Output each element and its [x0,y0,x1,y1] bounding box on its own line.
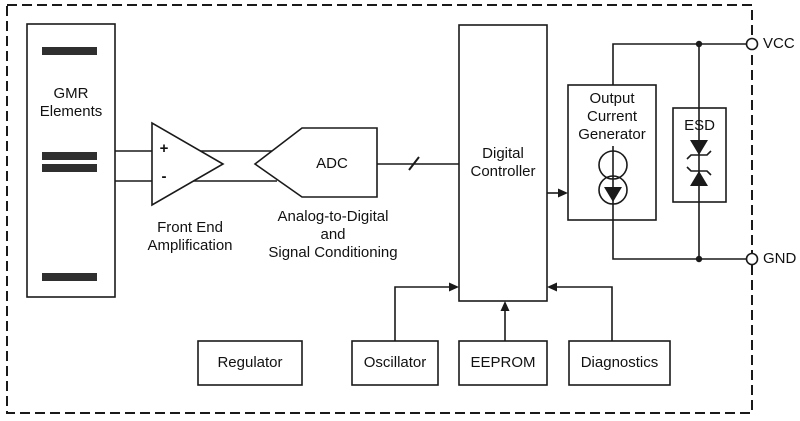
diagnostics-wire [556,286,613,341]
adc-caption-label: Analog-to-Digital and Signal Conditionin… [268,208,398,261]
regulator-box [197,340,303,386]
gmr-resistor-bars [42,47,97,281]
gmr-bar [42,152,97,160]
vcc-rail-wire [612,43,746,85]
oscillator-label: Oscillator [363,354,427,371]
bus-width-slash [408,156,420,171]
gnd-pin-label: GND [763,250,797,267]
arrowhead-left-icon [547,282,557,292]
adc-pentagon [253,127,378,198]
vcc-junction-dot [695,40,703,48]
arrowhead-right-icon [558,188,568,198]
digital-controller-label: Digital Controller [470,145,536,180]
chip-boundary-dashed-border [6,4,753,414]
esd-label: ESD [684,117,715,134]
zener-diode-up-icon [690,171,708,186]
zener-diode-down-icon [690,140,708,155]
gmr-bar [42,47,97,55]
current-source-circle-top [598,150,628,180]
digital-controller-box [458,24,548,302]
gmr-bar [42,164,97,172]
oscillator-wire [394,286,450,341]
gnd-rail-wire [612,220,746,260]
adc-label: ADC [316,155,348,172]
diagnostics-label: Diagnostics [580,354,659,371]
arrowhead-up-icon [500,301,510,311]
output-current-generator-label: Output Current Generator [578,90,646,143]
current-source-circle-bottom [598,175,628,205]
zener-cathode-bar-top [686,150,712,160]
eeprom-label: EEPROM [470,354,536,371]
eeprom-box [458,340,548,386]
current-direction-arrow-icon [604,187,622,202]
diagnostics-box [568,340,671,386]
regulator-label: Regulator [217,354,283,371]
arrowhead-right-icon [449,282,459,292]
gmr-bar [42,273,97,281]
front-end-amplification-label: Front End Amplification [147,219,233,254]
zener-cathode-bar-bottom [686,166,712,176]
vcc-pin-terminal [745,37,759,51]
opamp-minus-input-label: - [161,168,167,185]
gnd-junction-dot [695,255,703,263]
gmr-elements-label: GMR Elements [39,85,103,120]
opamp-plus-input-label: + [159,140,169,157]
esd-box [672,107,727,203]
gnd-pin-terminal [745,252,759,266]
gmr-elements-box [26,23,116,298]
vcc-pin-label: VCC [763,35,795,52]
output-current-generator-box [567,84,657,221]
opamp-triangle [151,121,225,207]
